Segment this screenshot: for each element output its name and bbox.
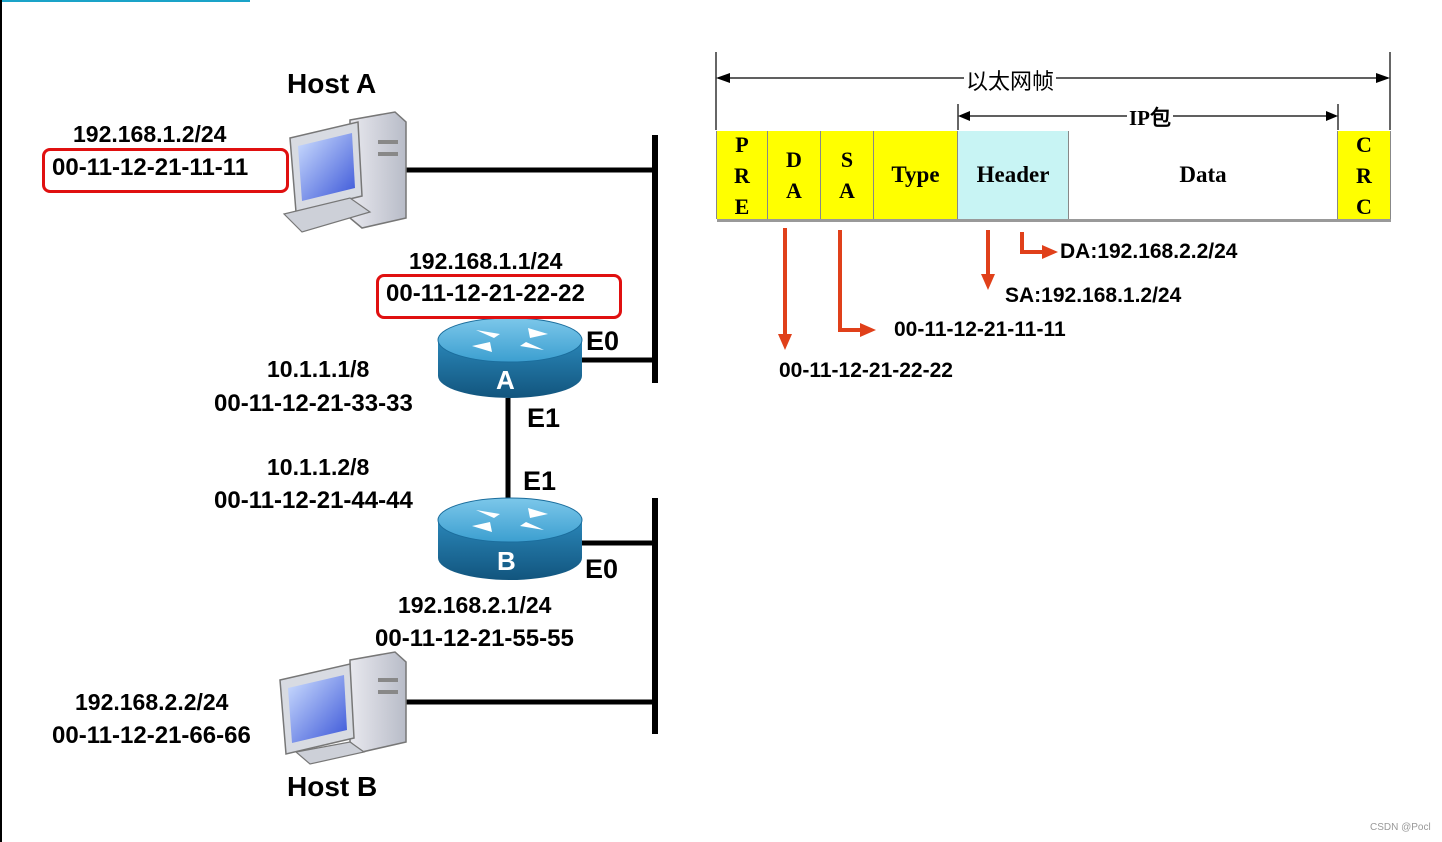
dst-ip-annotation: DA:192.168.2.2/24 [1060,240,1238,263]
sa-mac-annotation: 00-11-12-21-11-11 [894,318,1066,341]
router-b-e0-ip: 192.168.2.1/24 [398,592,552,618]
router-b-e1-label: E1 [523,466,557,496]
ip-da-arrow [1020,232,1042,254]
host-b-computer-icon [279,651,407,765]
router-a-e0-label: E0 [586,326,620,356]
host-a-ip: 192.168.1.2/24 [73,121,227,147]
sa-arrow [838,230,860,332]
host-a-mac-highlight [42,148,289,193]
frame-field-header: Header [958,131,1069,219]
host-a-computer-icon [282,111,407,233]
host-b-ip: 192.168.2.2/24 [75,689,229,715]
host-b-mac: 00-11-12-21-66-66 [52,722,251,749]
router-b-e0-mac: 00-11-12-21-55-55 [375,625,574,652]
router-a-letter: A [496,365,515,395]
watermark: CSDN @Pocl [1370,822,1431,833]
router-a-e1-ip: 10.1.1.1/8 [267,356,370,382]
da-mac-annotation: 00-11-12-21-22-22 [779,359,953,382]
router-a-e1-label: E1 [527,403,561,433]
host-b-title: Host B [287,771,378,802]
host-a-title: Host A [287,68,377,99]
frame-field-data: Data [1069,131,1338,219]
ethernet-frame-label: 以太网帧 [964,64,1057,96]
router-a-e1-mac: 00-11-12-21-33-33 [214,390,413,417]
router-a-e0-mac-highlight [376,274,622,319]
frame-field-type: Type [874,131,958,219]
router-b-e1-ip: 10.1.1.2/8 [267,454,370,480]
router-b-icon [437,497,583,580]
router-a-icon [437,317,583,398]
host-a-mac: 00-11-12-21-11-11 [52,154,249,181]
ip-packet-label: IP包 [1127,102,1173,132]
src-ip-annotation: SA:192.168.1.2/24 [1005,284,1182,307]
router-b-e0-label: E0 [585,554,619,584]
router-b-letter: B [497,546,516,576]
router-b-e1-mac: 00-11-12-21-44-44 [214,487,413,514]
router-a-e0-mac: 00-11-12-21-22-22 [386,280,585,307]
router-a-e0-ip: 192.168.1.1/24 [409,248,563,274]
